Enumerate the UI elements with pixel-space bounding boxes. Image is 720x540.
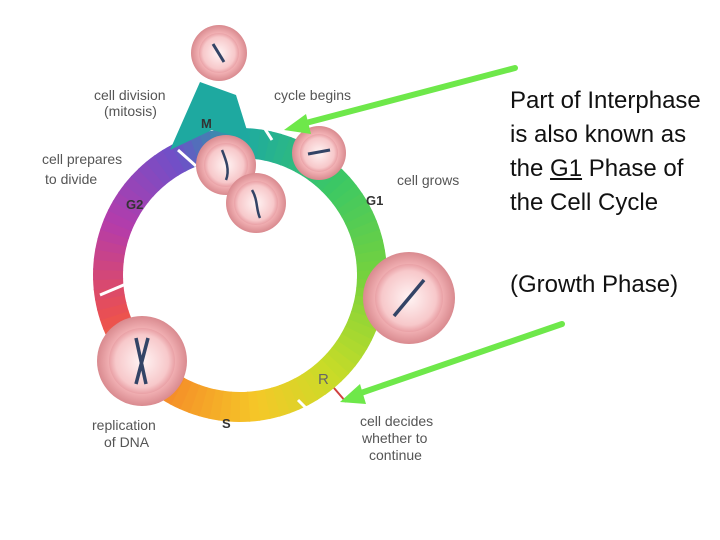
ring-segment bbox=[345, 210, 377, 233]
ring-segment bbox=[326, 176, 357, 205]
ring-segment bbox=[218, 390, 232, 422]
ring-segment bbox=[248, 128, 262, 160]
ring-segment bbox=[262, 387, 281, 420]
ring-segment bbox=[355, 249, 387, 265]
ring-segment bbox=[137, 161, 166, 191]
ring-segment bbox=[293, 374, 318, 406]
ring-segment bbox=[356, 259, 387, 273]
ring-segment bbox=[286, 378, 310, 410]
ring-segment bbox=[347, 311, 380, 332]
ring-segment bbox=[264, 131, 282, 163]
phase-label-m: M bbox=[201, 116, 212, 131]
arrow-cycle-begins bbox=[284, 65, 518, 134]
ring-segment bbox=[95, 237, 127, 255]
cell-dividing bbox=[196, 135, 286, 233]
ring-segment bbox=[353, 239, 386, 257]
ring-segment bbox=[270, 384, 291, 417]
ring-segment bbox=[344, 318, 377, 341]
ring-segment bbox=[340, 326, 373, 350]
ring-segment bbox=[93, 277, 124, 291]
label-replication: replication of DNA bbox=[92, 417, 160, 450]
ring-segment bbox=[188, 384, 208, 417]
explanation-text: Part of Interphase is also known as the … bbox=[510, 84, 715, 302]
ring-segment bbox=[351, 229, 383, 249]
ring-segment bbox=[93, 258, 124, 272]
ring-segment bbox=[341, 201, 373, 225]
ring-segment bbox=[169, 377, 193, 410]
label-cell-decides: cell decides whether to continue bbox=[360, 413, 437, 463]
label-cell-grows: cell grows bbox=[397, 172, 459, 188]
note-g1-underlined: G1 bbox=[550, 155, 583, 182]
ring-segment bbox=[130, 168, 160, 197]
ring-segment bbox=[178, 381, 201, 414]
ring-segment bbox=[332, 184, 363, 211]
cell-top bbox=[191, 25, 247, 81]
ring-segment bbox=[254, 389, 271, 421]
ring-segment bbox=[321, 169, 351, 198]
note-paragraph-2: (Growth Phase) bbox=[510, 271, 679, 298]
phase-label-g1: G1 bbox=[366, 193, 383, 208]
label-cell-division: cell division (mitosis) bbox=[94, 87, 169, 119]
ring-segment bbox=[207, 389, 224, 421]
ring-segment bbox=[94, 293, 127, 311]
ring-segment bbox=[336, 333, 368, 359]
ring-segment bbox=[97, 301, 129, 321]
ring-segment bbox=[278, 381, 300, 414]
ring-segment bbox=[348, 219, 381, 241]
phase-label-g2: G2 bbox=[126, 197, 143, 212]
ring-segment bbox=[198, 387, 216, 419]
note-text-part2: Phase of the Cell Cycle bbox=[510, 155, 684, 216]
ring-segment bbox=[103, 209, 136, 232]
ring-segment bbox=[326, 346, 356, 375]
ring-segment bbox=[100, 218, 133, 239]
label-cell-prepares: cell prepares to divide bbox=[42, 151, 126, 187]
arrow-restriction-point bbox=[340, 321, 565, 404]
ring-segment bbox=[256, 129, 273, 161]
ring-segment bbox=[124, 175, 154, 204]
restriction-point-label: R bbox=[318, 371, 329, 388]
ring-segment bbox=[272, 133, 292, 166]
ring-segment bbox=[93, 247, 126, 263]
label-cycle-begins: cycle begins bbox=[274, 87, 351, 103]
ring-segment bbox=[97, 228, 130, 247]
ring-segment bbox=[336, 192, 369, 218]
ring-segment bbox=[99, 309, 132, 331]
ring-segment bbox=[331, 340, 362, 367]
ring-segment bbox=[320, 353, 350, 382]
phase-label-s: S bbox=[222, 416, 231, 431]
cell-s-phase bbox=[97, 316, 187, 406]
ring-segment bbox=[180, 136, 202, 169]
cell-g1-small bbox=[292, 126, 346, 180]
note-text-part1: Part of Interphase is also known as the bbox=[510, 87, 701, 182]
cell-g1-large bbox=[363, 252, 455, 344]
ring-segment bbox=[145, 155, 173, 186]
note-paragraph-1: Part of Interphase is also known as the … bbox=[510, 84, 715, 220]
ring-segment bbox=[153, 149, 180, 181]
phase-dividers bbox=[99, 117, 322, 424]
mitosis-wedge bbox=[170, 82, 250, 150]
ring-segment bbox=[300, 369, 327, 401]
ring-segment bbox=[162, 144, 187, 176]
ring-segment bbox=[246, 390, 261, 422]
